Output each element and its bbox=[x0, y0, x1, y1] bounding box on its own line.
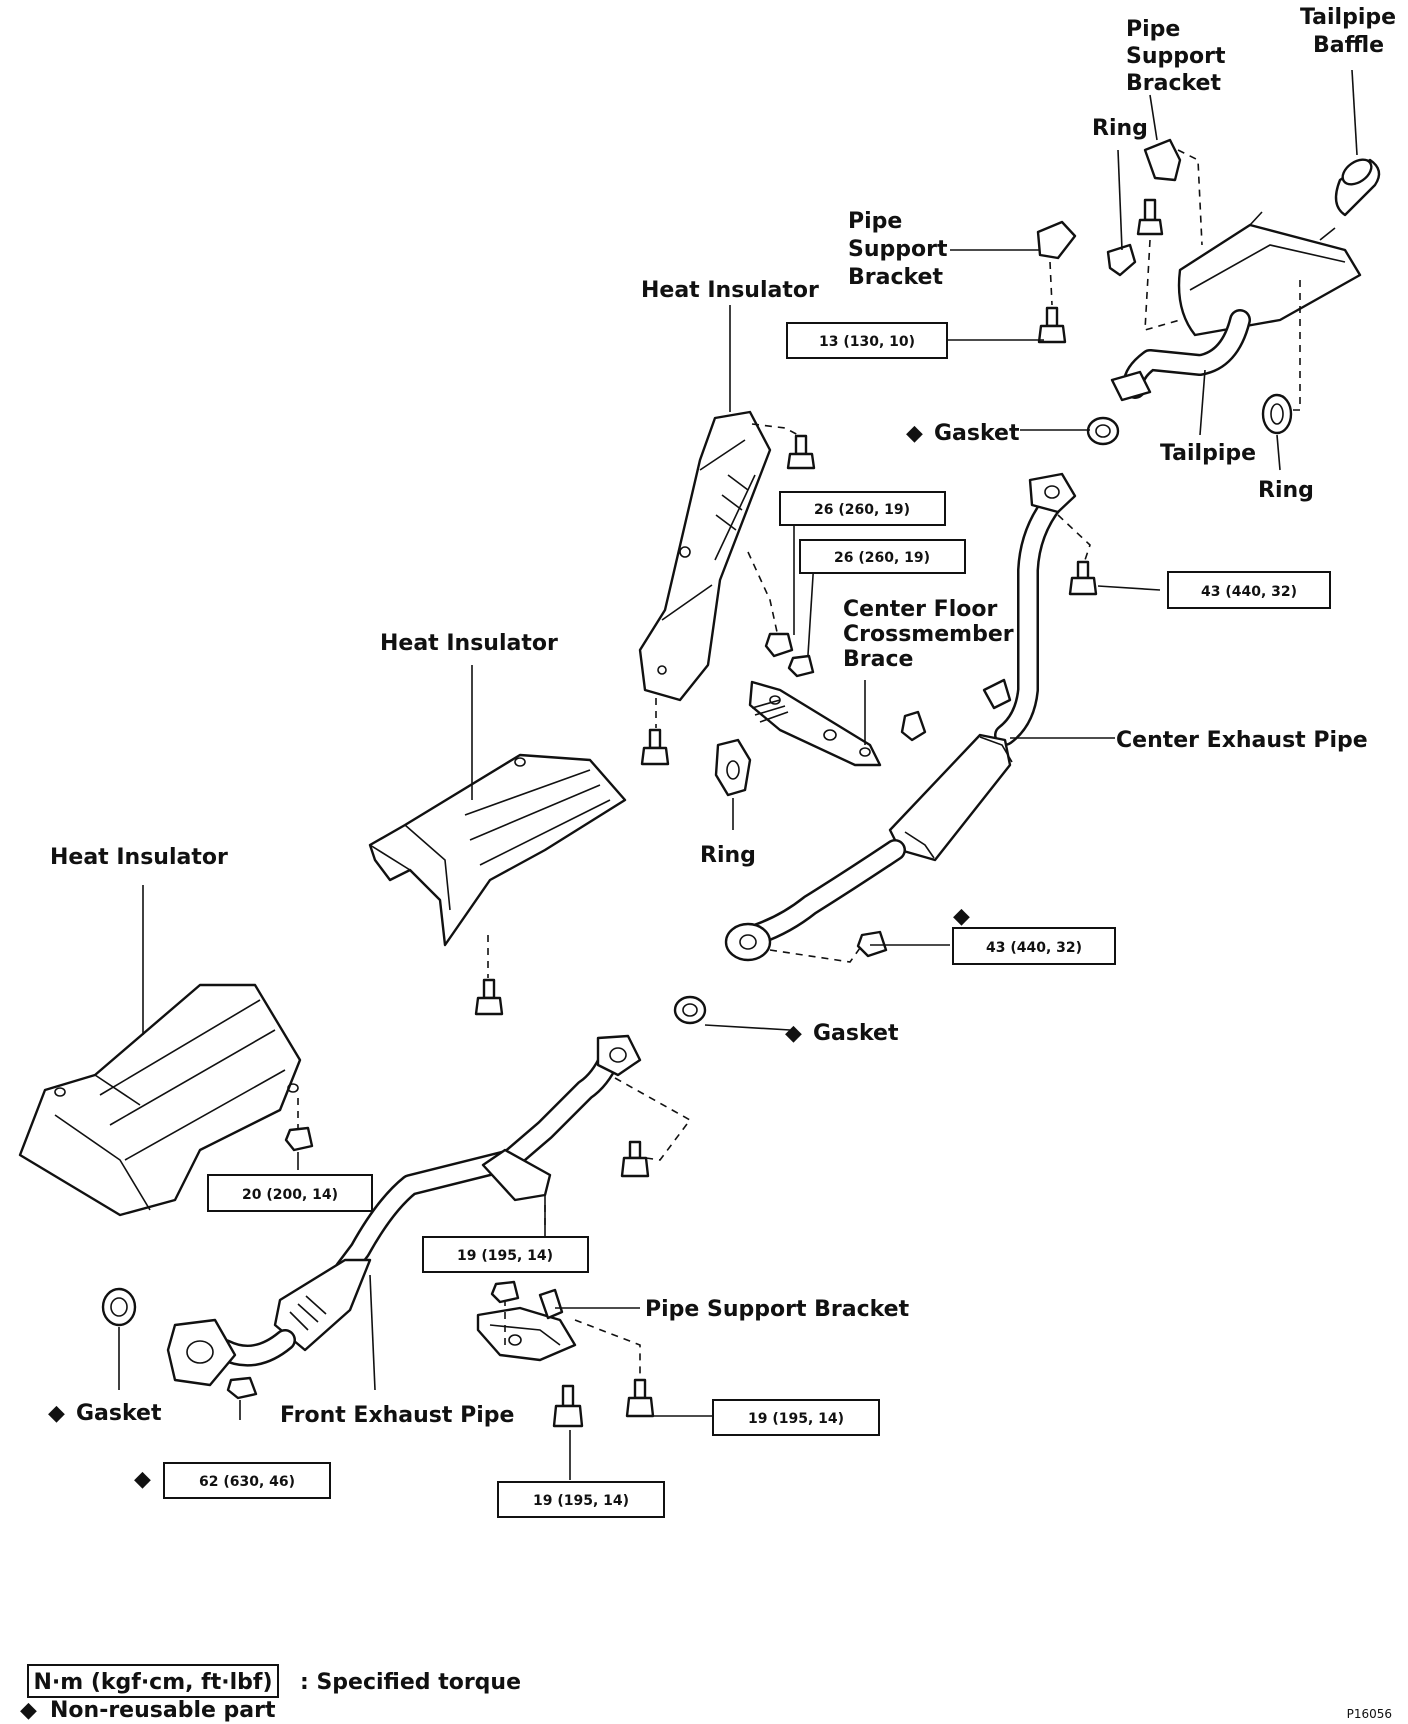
torque-value: 26 (260, 19) bbox=[814, 502, 910, 518]
torque-box-26a: 26 (260, 19) bbox=[779, 491, 946, 526]
legend-unit-box bbox=[27, 1664, 279, 1698]
center-exhaust-pipe-label: Center Exhaust Pipe bbox=[1116, 728, 1368, 753]
center-exhaust-pipe-part bbox=[724, 472, 1077, 962]
gasket-front-label-group: ◆ Gasket bbox=[48, 1401, 162, 1426]
torque-value: 26 (260, 19) bbox=[834, 550, 930, 566]
torque-box-19c: 19 (195, 14) bbox=[712, 1399, 880, 1436]
nonreusable-diamond-icon: ◆ bbox=[785, 1021, 802, 1046]
gasket-rear-part bbox=[1086, 416, 1120, 446]
legend-nonreusable-label: Non-reusable part bbox=[50, 1698, 276, 1723]
pipe-support-bracket-mid-part bbox=[1036, 220, 1077, 260]
bolt-heat-insulator-lower bbox=[640, 728, 670, 766]
heat-insulator-top-label: Heat Insulator bbox=[641, 278, 819, 303]
nut-62 bbox=[226, 1376, 258, 1400]
heat-insulator-top-part bbox=[638, 410, 772, 702]
nut-43b bbox=[856, 930, 888, 958]
bolt-13 bbox=[1037, 306, 1067, 344]
heat-insulator-mid-label: Heat Insulator bbox=[380, 631, 558, 656]
bolt-heat-insulator-mid bbox=[474, 978, 504, 1016]
nonreusable-diamond-icon: ◆ bbox=[953, 904, 970, 929]
pipe-support-bracket-mid-label-2: Support bbox=[848, 237, 948, 262]
ring-small-part bbox=[900, 710, 927, 742]
ring-mid-part bbox=[714, 738, 752, 797]
torque-box-19a: 19 (195, 14) bbox=[422, 1236, 589, 1273]
center-floor-brace-label-2: Crossmember bbox=[843, 622, 1014, 647]
nut-20 bbox=[284, 1126, 314, 1152]
label-tailpipe-baffle: Tailpipe bbox=[1300, 5, 1396, 30]
pipe-support-bracket-top-label-2: Support bbox=[1126, 44, 1226, 69]
pipe-support-bracket-top-label-1: Pipe bbox=[1126, 17, 1180, 42]
torque-value: 20 (200, 14) bbox=[242, 1187, 338, 1203]
gasket-front-label: Gasket bbox=[76, 1401, 162, 1426]
torque-box-19b: 19 (195, 14) bbox=[497, 1481, 665, 1518]
ring-top-label: Ring bbox=[1092, 116, 1148, 141]
tailpipe-part bbox=[1110, 309, 1251, 402]
legend-unit-label: N·m (kgf·cm, ft·lbf) bbox=[33, 1670, 272, 1695]
nut-26a bbox=[764, 632, 794, 658]
torque-box-26b: 26 (260, 19) bbox=[799, 539, 966, 574]
torque-box-13: 13 (130, 10) bbox=[786, 322, 948, 359]
pipe-support-bracket-front-part bbox=[476, 1288, 577, 1362]
bolt-19c bbox=[625, 1378, 655, 1418]
torque-box-43a: 43 (440, 32) bbox=[1167, 571, 1331, 609]
ring-right-part bbox=[1261, 393, 1293, 435]
legend-unit-description: : Specified torque bbox=[300, 1670, 521, 1695]
torque-value: 43 (440, 32) bbox=[1201, 584, 1297, 600]
front-exhaust-pipe-label: Front Exhaust Pipe bbox=[280, 1403, 514, 1428]
nonreusable-diamond-icon: ◆ bbox=[906, 421, 923, 446]
center-floor-brace-label-1: Center Floor bbox=[843, 597, 997, 622]
pipe-support-bracket-top-part bbox=[1143, 138, 1182, 182]
gasket-rear-label: Gasket bbox=[934, 421, 1020, 446]
gasket-center-part bbox=[673, 995, 707, 1025]
pipe-support-bracket-top-label-3: Bracket bbox=[1126, 71, 1221, 96]
tailpipe-baffle-label: Tailpipe bbox=[1300, 5, 1396, 30]
heat-insulator-front-label: Heat Insulator bbox=[50, 845, 228, 870]
torque-box-43b-group: ◆ 43 (440, 32) bbox=[952, 904, 1116, 965]
gasket-front-part bbox=[101, 1287, 137, 1327]
torque-value: 62 (630, 46) bbox=[199, 1474, 295, 1490]
bolt-front-flange bbox=[620, 1140, 650, 1178]
legend: N·m (kgf·cm, ft·lbf) : Specified torque … bbox=[20, 1664, 521, 1723]
nonreusable-diamond-icon: ◆ bbox=[134, 1467, 151, 1492]
gasket-center-label: Gasket bbox=[813, 1021, 899, 1046]
center-floor-brace-part bbox=[748, 680, 882, 767]
heat-insulator-front-part bbox=[18, 983, 302, 1217]
bolt-43a bbox=[1068, 560, 1098, 596]
muffler-part bbox=[1177, 211, 1362, 337]
nut-19a bbox=[490, 1280, 520, 1304]
ring-right-label: Ring bbox=[1258, 478, 1314, 503]
ring-mid-label: Ring bbox=[700, 843, 756, 868]
torque-value: 19 (195, 14) bbox=[457, 1248, 553, 1264]
gasket-center-label-group: ◆ Gasket bbox=[785, 1021, 899, 1046]
tailpipe-label: Tailpipe bbox=[1160, 441, 1256, 466]
center-floor-brace-label-3: Brace bbox=[843, 647, 913, 672]
figure-id: P16056 bbox=[1347, 1707, 1392, 1721]
torque-box-62-group: ◆ 62 (630, 46) bbox=[134, 1462, 331, 1499]
nut-26b bbox=[787, 654, 815, 678]
torque-value: 13 (130, 10) bbox=[819, 334, 915, 350]
torque-value: 43 (440, 32) bbox=[986, 940, 1082, 956]
heat-insulator-mid-part bbox=[368, 753, 627, 947]
pipe-support-bracket-front-label: Pipe Support Bracket bbox=[645, 1297, 910, 1322]
torque-value: 19 (195, 14) bbox=[533, 1493, 629, 1509]
torque-value: 19 (195, 14) bbox=[748, 1411, 844, 1427]
nonreusable-diamond-icon: ◆ bbox=[48, 1401, 65, 1426]
ring-top-part bbox=[1106, 243, 1137, 277]
bolt-top bbox=[1136, 198, 1164, 236]
nonreusable-diamond-icon: ◆ bbox=[20, 1698, 37, 1723]
pipe-support-bracket-mid-label-3: Bracket bbox=[848, 265, 943, 290]
gasket-rear-label-group: ◆ Gasket bbox=[906, 421, 1020, 446]
pipe-support-bracket-mid-label-1: Pipe bbox=[848, 209, 902, 234]
bolt-19b bbox=[552, 1384, 584, 1428]
torque-box-20: 20 (200, 14) bbox=[207, 1174, 373, 1212]
tailpipe-baffle-part bbox=[1334, 158, 1381, 217]
tailpipe-baffle-label-2: Baffle bbox=[1313, 33, 1384, 58]
bolt-heat-insulator-top bbox=[786, 434, 816, 470]
front-exhaust-pipe-part bbox=[166, 1034, 642, 1387]
